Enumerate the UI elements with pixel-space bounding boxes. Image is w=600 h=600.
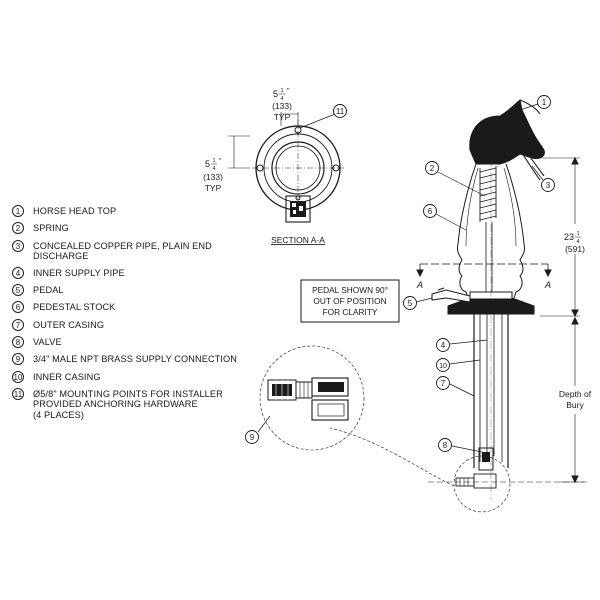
svg-text:4: 4 — [212, 166, 215, 172]
svg-text:TYP: TYP — [205, 183, 222, 193]
legend-item: 6 PEDESTAL STOCK — [12, 301, 262, 314]
horse-head — [469, 99, 545, 165]
legend-item: 2 SPRING — [12, 222, 262, 235]
section-marker-left: A — [416, 280, 423, 290]
elevation-callouts: 1 2 3 4 5 6 7 8 9 10 — [250, 98, 551, 450]
legend-item-text: INNER CASING — [33, 371, 101, 382]
svg-text:1: 1 — [280, 88, 283, 94]
legend-item-number: 10 — [12, 370, 24, 383]
svg-text:PEDAL SHOWN 90°: PEDAL SHOWN 90° — [312, 285, 388, 295]
svg-text:4: 4 — [280, 96, 283, 102]
legend-item: 1 HORSE HEAD TOP — [12, 205, 262, 217]
legend-item: 11 Ø5/8" MOUNTING POINTS FOR INSTALLER PR… — [12, 387, 262, 421]
svg-text:(591): (591) — [565, 244, 585, 254]
valve — [478, 447, 494, 471]
legend-item-text: INNER SUPPLY PIPE — [33, 267, 125, 278]
legend-item-text: Ø5/8" MOUNTING POINTS FOR INSTALLER PROV… — [33, 388, 223, 420]
callout-8: 8 — [443, 441, 448, 450]
callout-4: 4 — [441, 341, 446, 350]
svg-text:23: 23 — [564, 232, 574, 242]
pedal-note-box — [300, 279, 400, 323]
legend-item: 10 INNER CASING — [12, 370, 262, 383]
legend-item: 3 CONCEALED COPPER PIPE, PLAIN END DISCHA… — [12, 239, 262, 262]
supply-connection-detail — [259, 345, 365, 451]
legend-item: 9 3/4" MALE NPT BRASS SUPPLY CONNECTION — [12, 353, 262, 366]
supply-block-plan — [285, 195, 311, 223]
section-marker — [416, 263, 552, 278]
legend-item-number: 5 — [12, 284, 24, 297]
dim-depth: Depth of Bury — [559, 389, 592, 410]
callout-2: 2 — [430, 164, 435, 173]
legend-item-text: VALVE — [33, 337, 62, 348]
svg-text:5: 5 — [205, 159, 210, 169]
legend-item-number: 11 — [12, 387, 24, 400]
section-title: SECTION A-A — [271, 235, 325, 245]
legend-item-text: PEDESTAL STOCK — [33, 302, 116, 313]
spring — [479, 166, 497, 222]
legend-item: 8 VALVE — [12, 336, 262, 349]
callout-6: 6 — [428, 207, 433, 216]
elevation-view — [245, 95, 590, 513]
section-marker-right: A — [544, 280, 551, 290]
svg-text:": " — [219, 158, 222, 165]
legend-item-number: 6 — [12, 301, 24, 314]
parts-legend: 1 HORSE HEAD TOP 2 SPRING 3 CONCEALED COPPER … — [12, 205, 262, 427]
svg-text:1: 1 — [212, 158, 215, 164]
pedestal-stock — [457, 163, 477, 299]
svg-text:OUT OF POSITION: OUT OF POSITION — [313, 296, 386, 306]
legend-item-text: OUTER CASING — [33, 319, 105, 330]
legend-item: 7 OUTER CASING — [12, 318, 262, 331]
svg-text:1: 1 — [576, 231, 579, 237]
legend-item: 4 INNER SUPPLY PIPE — [12, 266, 262, 279]
svg-text:FOR CLARITY: FOR CLARITY — [323, 307, 378, 317]
legend-item-number: 4 — [12, 266, 24, 279]
svg-text:4: 4 — [576, 239, 579, 245]
callout-5: 5 — [408, 299, 413, 308]
detail-circle-bottom — [453, 455, 511, 513]
legend-item-text: CONCEALED COPPER PIPE, PLAIN END DISCHAR… — [33, 240, 212, 262]
legend-item-number: 8 — [12, 336, 24, 349]
callout-10: 10 — [439, 363, 447, 370]
svg-text:TYP: TYP — [274, 112, 291, 122]
callout-1: 1 — [542, 98, 547, 107]
callout-7: 7 — [441, 379, 446, 388]
legend-item-number: 2 — [12, 222, 24, 235]
legend-item-number: 1 — [12, 205, 24, 217]
svg-text:": " — [287, 88, 290, 95]
legend-item-number: 3 — [12, 239, 24, 252]
svg-text:5: 5 — [273, 89, 278, 99]
callout-3: 3 — [546, 181, 551, 190]
dim-top: 5 1 4 " (133) TYP — [272, 88, 292, 122]
callout-11-circle — [333, 104, 347, 118]
legend-item-number: 9 — [12, 353, 24, 366]
callout-11: 11 — [336, 107, 345, 116]
svg-text:Bury: Bury — [566, 400, 584, 410]
section-a-a-view — [228, 104, 347, 223]
pedal — [431, 287, 471, 303]
callout-9: 9 — [250, 433, 255, 442]
legend-item-text: HORSE HEAD TOP — [33, 206, 117, 216]
legend-item-number: 7 — [12, 318, 24, 331]
svg-text:(133): (133) — [203, 172, 223, 182]
dim-height: 23 1 4 (591) — [564, 231, 585, 254]
pedal-note: PEDAL SHOWN 90° OUT OF POSITION FOR CLAR… — [312, 285, 388, 317]
dim-left: 5 1 4 " (133) TYP — [203, 158, 223, 193]
svg-text:(133): (133) — [272, 101, 292, 111]
legend-item: 5 PEDAL — [12, 284, 262, 297]
legend-item-text: SPRING — [33, 223, 69, 234]
legend-item-text: PEDAL — [33, 285, 64, 296]
svg-text:Depth of: Depth of — [559, 389, 592, 399]
legend-item-text: 3/4" MALE NPT BRASS SUPPLY CONNECTION — [33, 354, 238, 365]
